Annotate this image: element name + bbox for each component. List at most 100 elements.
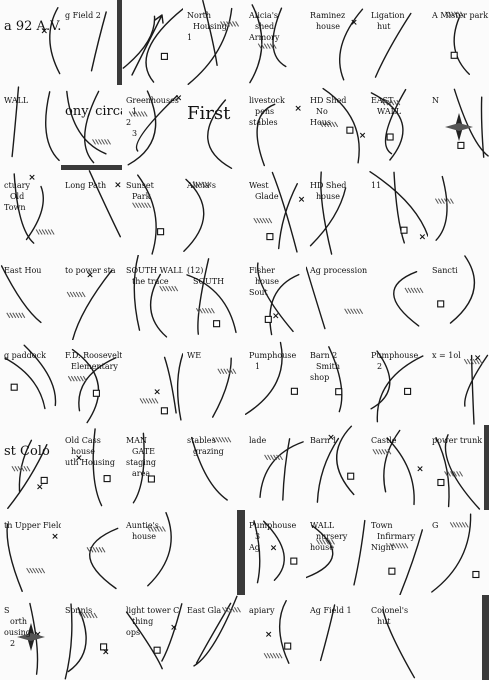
puzzle-tile[interactable]: East Gla [183, 595, 246, 680]
map-label: Old [10, 192, 24, 201]
puzzle-tile[interactable]: g paddock [0, 340, 62, 425]
puzzle-tile[interactable]: ×Sonnis [61, 595, 124, 680]
map-label: th Upper Field [4, 521, 62, 530]
puzzle-tile[interactable] [61, 510, 124, 595]
puzzle-tile[interactable]: ×to power sta [61, 255, 124, 340]
puzzle-tile[interactable]: ×Castle [366, 425, 429, 510]
svg-text:×: × [170, 623, 178, 633]
map-label: GATE [132, 447, 155, 456]
puzzle-tile[interactable]: Ag Field 1 [305, 595, 368, 680]
svg-text:×: × [416, 464, 424, 474]
map-label: Raminez [310, 11, 345, 20]
map-label: house [71, 447, 95, 456]
puzzle-tile[interactable]: WE [183, 340, 246, 425]
map-label: Greenhouses [126, 96, 179, 105]
puzzle-tile[interactable] [122, 0, 185, 85]
puzzle-tile[interactable]: ×Long Path [61, 170, 124, 255]
map-label: Alicia's [248, 11, 278, 20]
map-label: First [187, 103, 231, 124]
puzzle-tile[interactable]: ×x = 1ol [427, 340, 489, 425]
puzzle-tile[interactable]: MAN GATE staging area [122, 425, 185, 510]
puzzle-tile[interactable]: (12)SOUTH [183, 255, 246, 340]
puzzle-tile[interactable]: Sancti [427, 255, 489, 340]
map-label: nursery [316, 532, 348, 541]
map-label: 1 [132, 107, 137, 116]
puzzle-tile[interactable]: Ag procession [305, 255, 368, 340]
map-label: 11 [371, 181, 381, 190]
puzzle-tile[interactable]: g Field 2 [61, 0, 124, 85]
puzzle-tile[interactable]: ×th Upper Field [0, 510, 62, 595]
puzzle-tile[interactable]: East Hou [0, 255, 62, 340]
map-label: power trunk [432, 436, 482, 445]
puzzle-tile[interactable]: G [427, 510, 489, 595]
map-label: staging [126, 458, 156, 467]
puzzle-tile[interactable]: ony, circa [61, 85, 124, 170]
map-label: Town [371, 521, 393, 530]
map-label: Night [371, 543, 395, 552]
puzzle-tile[interactable]: Alicia's [183, 170, 246, 255]
puzzle-tile[interactable]: power trunk [427, 425, 489, 510]
puzzle-tile[interactable]: ×Barn 1 [305, 425, 368, 510]
map-label: 3 [132, 129, 137, 138]
map-label: to power sta [65, 266, 116, 275]
puzzle-tile[interactable]: ×a 92 A.V. [0, 0, 62, 85]
puzzle-tile[interactable]: lade [244, 425, 307, 510]
map-label: orth [10, 617, 27, 626]
map-label: Ag procession [309, 266, 367, 275]
map-label: apiary [249, 606, 275, 615]
map-label: East Gla [187, 606, 221, 615]
puzzle-tile[interactable] [427, 595, 489, 680]
svg-text:×: × [28, 173, 36, 183]
map-label: G [432, 521, 438, 530]
svg-text:×: × [114, 181, 122, 191]
puzzle-tile[interactable]: ×st Colo [0, 425, 62, 510]
puzzle-tile[interactable]: WALL [0, 85, 62, 170]
map-label: Park [132, 192, 151, 201]
map-label: area [132, 469, 150, 478]
puzzle-tile[interactable] [183, 510, 246, 595]
map-label: 2 [377, 362, 382, 371]
map-label: SOUTH [193, 277, 224, 286]
puzzle-tile[interactable] [366, 255, 429, 340]
puzzle-tile[interactable]: A Mister park [427, 0, 489, 85]
puzzle-tile[interactable]: First [183, 85, 246, 170]
puzzle-tile[interactable]: × 11 [366, 170, 429, 255]
puzzle-tile[interactable] [427, 170, 489, 255]
svg-text:×: × [418, 232, 426, 242]
map-label: A Mister park [431, 11, 488, 20]
puzzle-tile[interactable]: ×apiary [244, 595, 307, 680]
puzzle-tile[interactable]: N [427, 85, 489, 170]
map-label: g Field 2 [65, 11, 101, 20]
map-label: Sunset [126, 181, 155, 190]
puzzle-tile[interactable]: × [122, 340, 185, 425]
map-label: hut [377, 22, 391, 31]
map-label: MAN [126, 436, 147, 445]
